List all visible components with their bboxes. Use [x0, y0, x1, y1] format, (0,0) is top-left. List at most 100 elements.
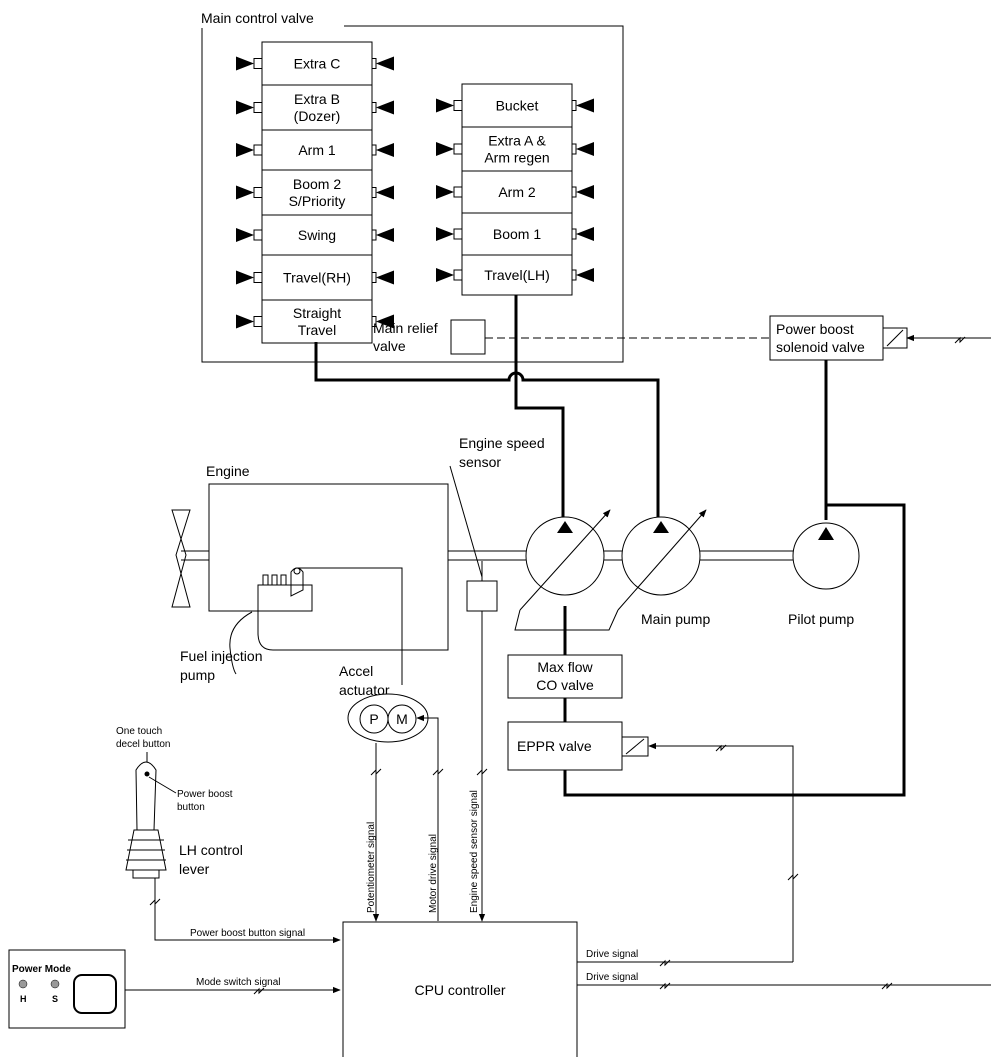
pilot-port-right-icon [576, 98, 594, 113]
eppr-valve-box [507, 721, 623, 771]
spool-right_spools-0 [461, 83, 573, 128]
fuel-injection-pump-label-2: pump [180, 667, 215, 683]
power-mode-panel: Power Mode H S Mode switch signal [8, 949, 341, 1029]
potentiometer-signal-label: Potentiometer signal [366, 822, 377, 913]
main-pump-2-icon [621, 516, 701, 596]
main-pump-label: Main pump [641, 611, 710, 627]
max-flow-co-valve: Max flow CO valve [507, 654, 623, 699]
mode-h-label: H [20, 994, 27, 1004]
spool-right_spools-1 [461, 126, 573, 172]
one-touch-decel-label-2: decel button [116, 739, 171, 750]
main-pump: Main pump [514, 509, 710, 631]
pilot-pump: Pilot pump [788, 522, 860, 627]
spool-label-right_spools-1-1: Arm regen [484, 150, 549, 166]
pilot-port-right-icon [576, 142, 594, 156]
engine-speed-sensor-signal-label: Engine speed sensor signal [469, 790, 480, 913]
accel-m-label: M [396, 711, 408, 727]
lever-grip-icon [135, 761, 157, 831]
main-relief-valve-box [450, 319, 486, 355]
pilot-port-right-icon [376, 228, 394, 242]
spool-label-left_spools-6-0: Straight [293, 305, 341, 321]
mode-switch-button[interactable] [73, 974, 117, 1014]
accel-actuator-label-2: actuator [339, 682, 390, 698]
spool-label-right_spools-0-0: Bucket [496, 98, 539, 114]
main-relief-valve-label-1: Main relief [373, 320, 438, 336]
fan-icon [171, 509, 191, 608]
power-boost-solenoid-label-1: Power boost [776, 321, 854, 337]
power-boost-solenoid-box [769, 315, 884, 361]
spool-label-left_spools-0-0: Extra C [294, 56, 341, 72]
main-relief-valve-label-2: valve [373, 338, 406, 354]
pilot-port-left-icon [236, 228, 254, 242]
drive-signal-1-label: Drive signal [586, 949, 638, 960]
spool-label-left_spools-1-0: Extra B [294, 91, 340, 107]
accel-actuator: Accel actuator P M [339, 663, 429, 743]
engine-block [208, 483, 449, 651]
power-mode-title: Power Mode [12, 964, 71, 975]
engine-speed-sensor-label-2: sensor [459, 454, 501, 470]
spool-left_spools-0 [261, 41, 373, 86]
one-touch-decel-label-1: One touch [116, 726, 162, 737]
pilot-port-right-icon [376, 56, 394, 71]
spool-right_spools-2 [461, 170, 573, 214]
accel-linkage [297, 567, 403, 685]
power-boost-button-label-2: button [177, 802, 205, 813]
pilot-port-right-icon [376, 143, 394, 157]
eppr-valve-label: EPPR valve [517, 738, 592, 754]
main-control-valve-title: Main control valve [201, 10, 314, 26]
power-boost-solenoid-valve: Power boost solenoid valve [769, 315, 991, 361]
power-boost-button-signal-label: Power boost button signal [190, 928, 305, 939]
spool-label-right_spools-4-0: Travel(LH) [484, 267, 550, 283]
cpu-controller: CPU controller Drive signal Drive signal [342, 921, 991, 1057]
spool-right_spools-4 [461, 254, 573, 296]
signal-lines: Potentiometer signal Motor drive signal … [366, 611, 488, 922]
max-flow-co-valve-label-1: Max flow [537, 659, 593, 675]
fuel-injection-pump-icon [257, 584, 313, 612]
spool-left_spools-1 [261, 84, 373, 131]
pilot-port-right-icon [376, 314, 394, 329]
engine-title: Engine [206, 463, 250, 479]
spool-label-right_spools-1-0: Extra A & [488, 133, 546, 149]
main-pump-1-icon [525, 516, 605, 596]
pilot-port-left-icon [436, 185, 454, 199]
pilot-port-right-icon [376, 270, 394, 285]
spool-label-left_spools-4-0: Swing [298, 227, 336, 243]
pilot-port-right-icon [576, 227, 594, 241]
max-flow-co-valve-box [507, 654, 623, 699]
power-boost-button-label-1: Power boost [177, 789, 233, 800]
spool-left_spools-2 [261, 129, 373, 171]
spool-left_spools-6 [261, 299, 373, 344]
spool-label-right_spools-2-0: Arm 2 [498, 184, 536, 200]
pilot-port-left-icon [436, 268, 454, 282]
spool-label-left_spools-6-1: Travel [298, 322, 336, 338]
mode-switch-signal-label: Mode switch signal [196, 977, 280, 988]
mode-s-label: S [52, 994, 58, 1004]
motor-drive-signal-label: Motor drive signal [428, 834, 439, 913]
pilot-port-left-icon [236, 100, 254, 115]
lh-control-lever-label-1: LH control [179, 842, 243, 858]
lh-control-lever: One touch decel button Power boost butto… [116, 726, 341, 944]
max-flow-co-valve-label-2: CO valve [536, 677, 594, 693]
pilot-port-left-icon [236, 143, 254, 157]
pilot-pump-label: Pilot pump [788, 611, 854, 627]
signal-break-icon [954, 336, 966, 344]
pilot-port-left-icon [436, 98, 454, 113]
pilot-port-left-icon [436, 227, 454, 241]
pilot-pump-icon [792, 522, 860, 590]
spool-label-left_spools-3-1: S/Priority [289, 193, 346, 209]
pilot-port-right-icon [576, 268, 594, 282]
spool-right_spools-3 [461, 212, 573, 256]
lh-control-lever-label-2: lever [179, 861, 210, 877]
power-boost-solenoid-label-2: solenoid valve [776, 339, 865, 355]
pilot-port-right-icon [576, 185, 594, 199]
pilot-port-left-icon [236, 185, 254, 200]
spool-label-left_spools-2-0: Arm 1 [298, 142, 336, 158]
engine-speed-sensor-label-1: Engine speed [459, 435, 545, 451]
mode-s-indicator-icon [50, 979, 60, 989]
pilot-port-right-icon [376, 100, 394, 115]
engine: Engine Fuel injection pump Engine speed … [171, 435, 794, 685]
